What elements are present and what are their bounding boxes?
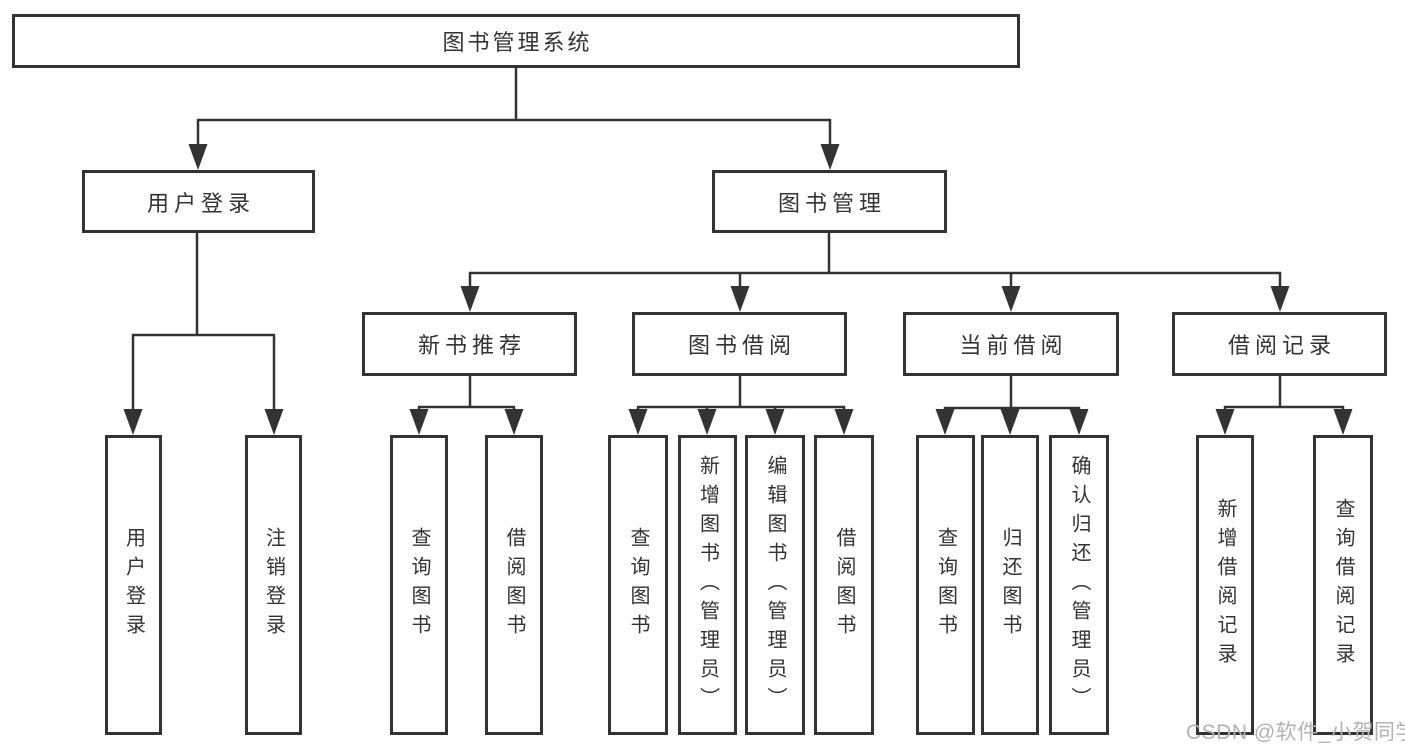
node-new-book-recommend: 新书推荐: [362, 312, 577, 376]
arrow-down-icon: [935, 409, 955, 435]
connector-userlogin-branch: [131, 333, 276, 411]
leaf-query-books-3: 查询图书: [916, 435, 975, 735]
node-borrow-record: 借阅记录: [1172, 312, 1387, 376]
node-book-borrow: 图书借阅: [632, 312, 847, 376]
node-label: 当前借阅: [959, 333, 1068, 358]
node-label: 图书管理系统: [442, 30, 593, 55]
csdn-watermark: CSDN @软件_小贺同学: [1186, 721, 1405, 744]
leaf-label: 新增借阅记录: [1214, 498, 1236, 672]
leaf-label: 查询图书: [934, 527, 957, 643]
node-root-system: 图书管理系统: [12, 14, 1020, 68]
arrow-down-icon: [409, 409, 429, 435]
leaf-label: 编辑图书（管理员）: [764, 454, 786, 716]
arrow-down-icon: [730, 286, 750, 312]
arrow-down-icon: [628, 409, 648, 435]
arrow-down-icon: [834, 409, 854, 435]
leaf-query-books-1: 查询图书: [390, 435, 448, 735]
node-user-login: 用户登录: [82, 170, 315, 233]
connector-currentborrow-branch: [943, 406, 1081, 411]
arrow-down-icon: [504, 409, 524, 435]
leaf-label: 借阅图书: [833, 527, 855, 643]
arrow-down-icon: [1215, 409, 1235, 435]
arrow-down-icon: [697, 409, 717, 435]
connector-newbook-branch: [417, 405, 516, 411]
connector-root-branch: [196, 118, 832, 146]
node-label: 借阅记录: [1227, 333, 1336, 358]
arrow-down-icon: [264, 409, 284, 435]
leaf-return-book: 归还图书: [981, 435, 1039, 735]
leaf-label: 借阅图书: [503, 527, 525, 643]
leaf-edit-book-admin: 编辑图书（管理员）: [745, 435, 805, 735]
arrow-down-icon: [765, 409, 785, 435]
arrow-down-icon: [188, 144, 208, 170]
leaf-logout: 注销登录: [245, 435, 302, 735]
arrow-down-icon: [1069, 409, 1089, 435]
leaf-label: 查询图书: [627, 527, 649, 643]
node-label: 图书管理: [777, 190, 886, 216]
arrow-down-icon: [1001, 286, 1021, 312]
connector-bookmgmt-branch: [468, 271, 1282, 288]
leaf-borrow-books-1: 借阅图书: [485, 435, 543, 735]
leaf-label: 归还图书: [999, 527, 1021, 643]
leaf-label: 注销登录: [262, 527, 285, 643]
leaf-label: 查询图书: [408, 527, 430, 643]
connector-bookborrow-branch: [636, 405, 846, 411]
leaf-query-books-2: 查询图书: [608, 435, 668, 735]
connector-borrowrecord-branch: [1223, 405, 1345, 411]
leaf-borrow-books-2: 借阅图书: [814, 435, 874, 735]
node-current-borrow: 当前借阅: [903, 312, 1119, 376]
leaf-user-login: 用户登录: [105, 435, 162, 735]
leaf-confirm-return-admin: 确认归还（管理员）: [1049, 435, 1109, 735]
node-book-management: 图书管理: [712, 170, 947, 233]
leaf-query-borrow-record: 查询借阅记录: [1313, 435, 1373, 735]
arrow-down-icon: [1000, 409, 1020, 435]
arrow-down-icon: [1333, 409, 1353, 435]
node-label: 新书推荐: [417, 333, 526, 358]
leaf-add-book-admin: 新增图书（管理员）: [678, 435, 737, 735]
arrow-down-icon: [123, 409, 143, 435]
leaf-label: 新增图书（管理员）: [696, 454, 719, 716]
leaf-label: 确认归还（管理员）: [1068, 454, 1090, 716]
arrow-down-icon: [820, 144, 840, 170]
arrow-down-icon: [460, 286, 480, 312]
node-label: 用户登录: [146, 190, 255, 216]
leaf-label: 用户登录: [122, 527, 145, 643]
leaf-add-borrow-record: 新增借阅记录: [1196, 435, 1254, 735]
arrow-down-icon: [1270, 286, 1290, 312]
leaf-label: 查询借阅记录: [1332, 498, 1354, 672]
node-label: 图书借阅: [687, 333, 796, 358]
